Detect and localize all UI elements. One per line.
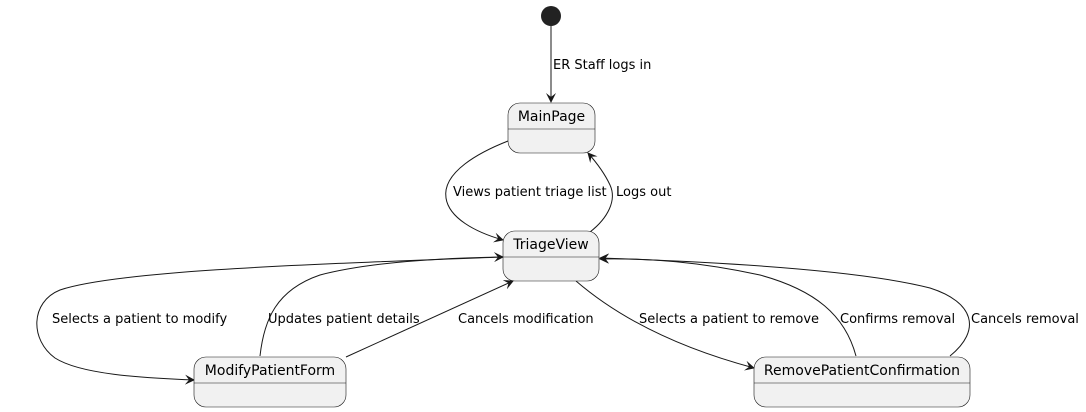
edge-selects-modify (36, 256, 504, 385)
edge-label-staff-logs-in: ER Staff logs in (553, 58, 651, 73)
edge-updates-details (259, 252, 504, 357)
edge-label-cancels-removal: Cancels removal (971, 312, 1079, 327)
state-label-triage-view: TriageView (512, 237, 588, 253)
state-triage-view[interactable]: TriageView (502, 230, 600, 282)
edge-label-selects-modify: Selects a patient to modify (52, 312, 228, 327)
edge-logs-out (587, 152, 613, 233)
state-label-remove-patient-confirmation: RemovePatientConfirmation (764, 363, 960, 379)
edge-views-triage-list (445, 140, 509, 243)
edge-label-selects-remove: Selects a patient to remove (639, 312, 819, 327)
state-main-page[interactable]: MainPage (507, 102, 596, 154)
state-label-main-page: MainPage (518, 109, 585, 125)
state-remove-patient-confirmation[interactable]: RemovePatientConfirmation (753, 356, 971, 408)
edge-label-updates-details: Updates patient details (268, 312, 420, 327)
state-label-modify-patient-form: ModifyPatientForm (205, 363, 335, 379)
edge-label-views-triage-list: Views patient triage list (453, 185, 607, 200)
edge-label-cancels-modification: Cancels modification (458, 312, 594, 327)
edge-selects-remove (575, 280, 755, 371)
edge-label-confirms-removal: Confirms removal (840, 312, 955, 327)
edge-label-logs-out: Logs out (616, 185, 671, 200)
edge-confirms-removal (599, 253, 857, 357)
initial-state-node (541, 6, 561, 26)
edge-cancels-modification (345, 280, 514, 358)
edge-cancels-removal (599, 253, 970, 357)
state-modify-patient-form[interactable]: ModifyPatientForm (193, 356, 347, 408)
